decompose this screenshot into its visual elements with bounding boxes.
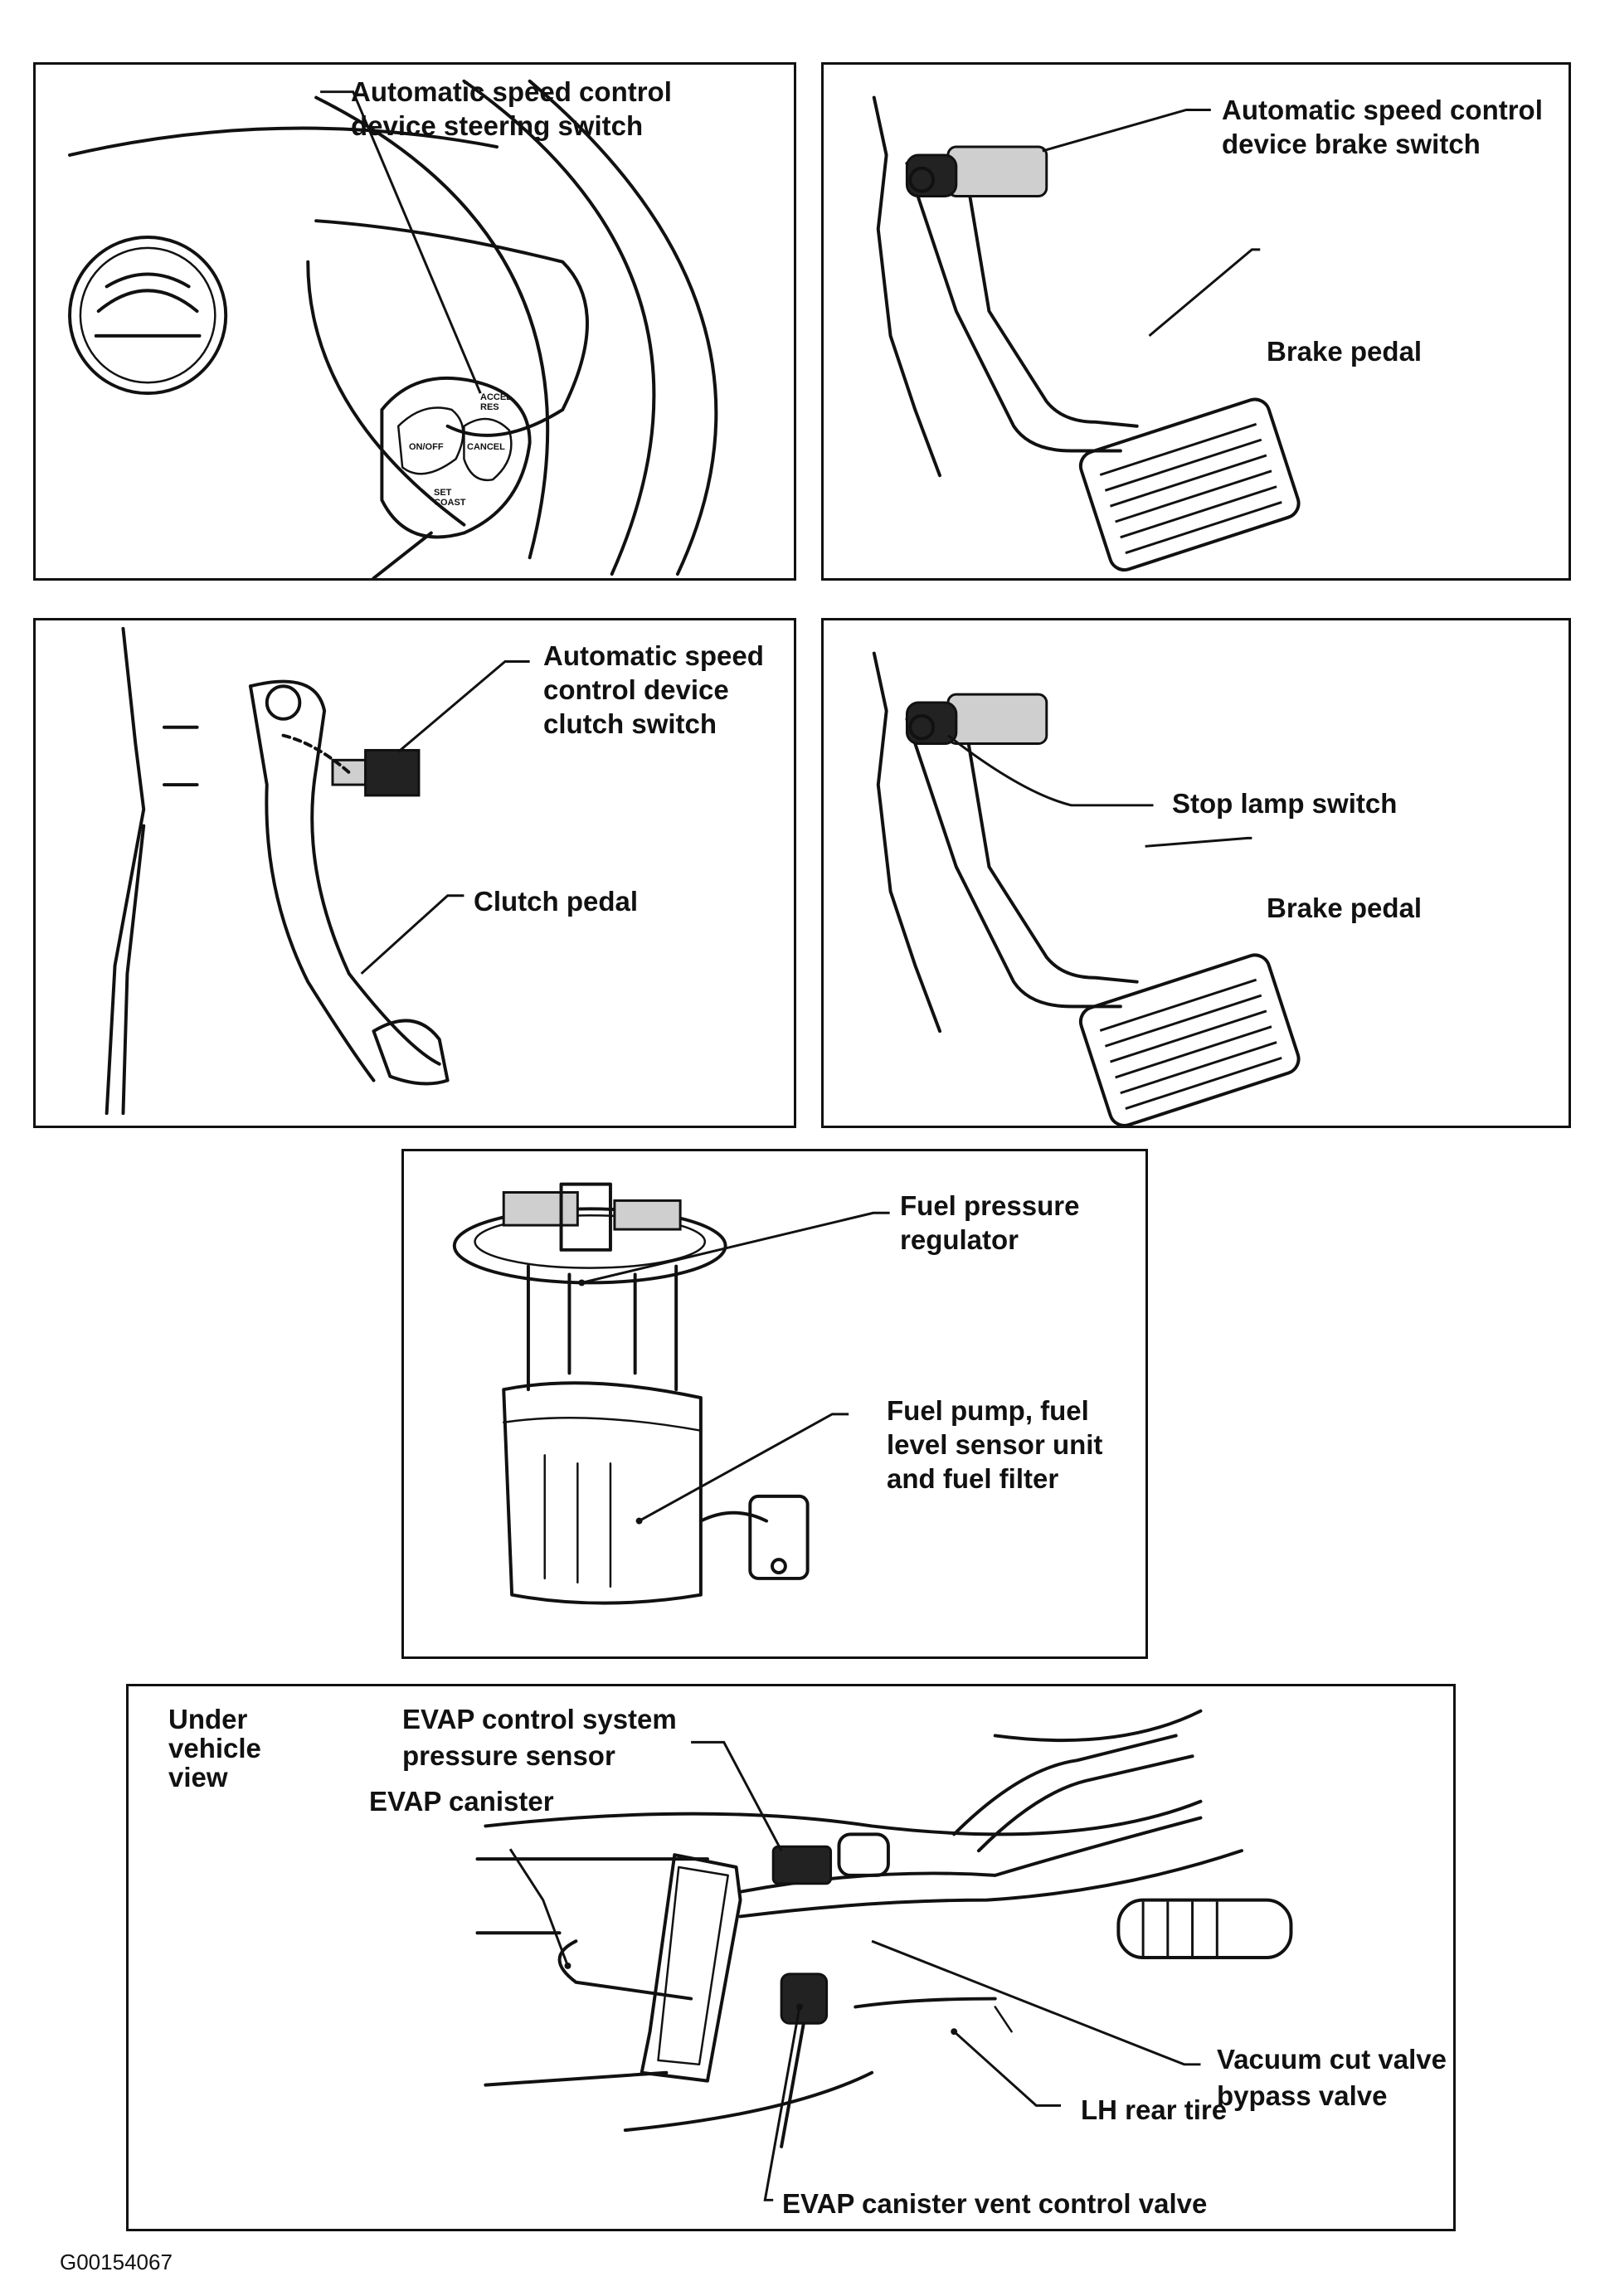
clutch-pedal-illustration <box>105 626 530 1116</box>
label-vacuum-cut-valve: Vacuum cut valve bypass valve <box>1217 2044 1447 2111</box>
panel-fuel-pump: Fuel pressure regulator Fuel pump, fuel … <box>401 1149 1148 1659</box>
figure-id: G00154067 <box>60 2250 173 2274</box>
stop-lamp-pedal-illustration <box>872 651 1301 1126</box>
panel-clutch-switch: Automatic speed control device clutch sw… <box>33 618 796 1128</box>
steering-switch-button-cancel: CANCEL <box>467 442 505 452</box>
evap-underbody-illustration <box>475 1709 1293 2201</box>
fuel-pump-illustration <box>452 1182 890 1605</box>
label-fuel-pressure-regulator: Fuel pressure regulator <box>900 1190 1080 1255</box>
label-evap-canister: EVAP canister <box>369 1786 554 1817</box>
label-under-vehicle-view: Under vehicle view <box>168 1704 261 1793</box>
label-brake-pedal-1: Brake pedal <box>1267 336 1423 367</box>
steering-wheel-illustration <box>68 79 718 578</box>
steering-switch-button-set: SET COAST <box>434 488 466 508</box>
label-brake-pedal-2: Brake pedal <box>1267 893 1423 923</box>
panel-brake-switch: Automatic speed control device brake swi… <box>821 62 1571 581</box>
steering-switch-button-onoff: ON/OFF <box>409 442 444 452</box>
label-lh-rear-tire: LH rear tire <box>1081 2094 1228 2125</box>
label-evap-vent-valve: EVAP canister vent control valve <box>782 2188 1208 2219</box>
panel-steering-switch: ACCEL RES CANCEL SET COAST ON/OFF Automa… <box>33 62 796 581</box>
label-evap-pressure-sensor: EVAP control system pressure sensor <box>402 1704 677 1771</box>
label-brake-switch: Automatic speed control device brake swi… <box>1222 95 1543 159</box>
panel-stop-lamp-switch: Stop lamp switch Brake pedal <box>821 618 1571 1128</box>
label-fuel-pump-unit: Fuel pump, fuel level sensor unit and fu… <box>887 1395 1103 1494</box>
panel-evap-system: Under vehicle view EVAP control system p… <box>126 1684 1456 2231</box>
label-steering-switch: Automatic speed control device steering … <box>351 76 672 141</box>
label-clutch-switch: Automatic speed control device clutch sw… <box>543 640 764 739</box>
brake-pedal-illustration <box>872 95 1301 572</box>
label-clutch-pedal: Clutch pedal <box>474 886 639 917</box>
steering-switch-button-accel: ACCEL RES <box>480 392 512 412</box>
label-stop-lamp-switch: Stop lamp switch <box>1172 788 1398 819</box>
